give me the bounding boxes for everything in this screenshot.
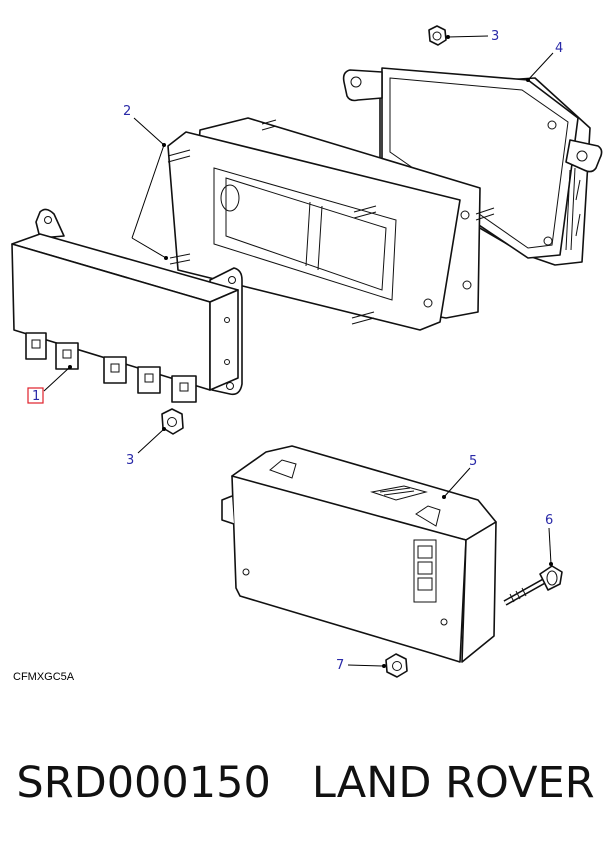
callout-7: 7 bbox=[336, 658, 344, 673]
part-6-bolt bbox=[503, 565, 563, 606]
callout-1-highlight-box bbox=[27, 387, 44, 404]
part-5-lower-module bbox=[221, 445, 497, 663]
callout-5: 5 bbox=[469, 454, 477, 469]
callout-4: 4 bbox=[555, 41, 563, 56]
callout-1: 1 bbox=[32, 389, 40, 404]
callout-6: 6 bbox=[545, 513, 553, 528]
callout-3-left: 3 bbox=[126, 453, 134, 468]
callout-2: 2 bbox=[123, 104, 131, 119]
part-3-nut-top bbox=[428, 25, 447, 46]
callout-3-top: 3 bbox=[491, 29, 499, 44]
part-1-control-module bbox=[11, 208, 243, 403]
leader-lines bbox=[43, 35, 554, 668]
part-4-housing bbox=[342, 67, 603, 266]
part-7-nut bbox=[385, 653, 408, 678]
exploded-parts-diagram: 1 2 3 3 4 5 6 7 bbox=[11, 25, 603, 678]
part-number-caption: SRD000150 LAND ROVER bbox=[16, 758, 595, 808]
diagram-code: CFMXGC5A bbox=[13, 671, 75, 683]
